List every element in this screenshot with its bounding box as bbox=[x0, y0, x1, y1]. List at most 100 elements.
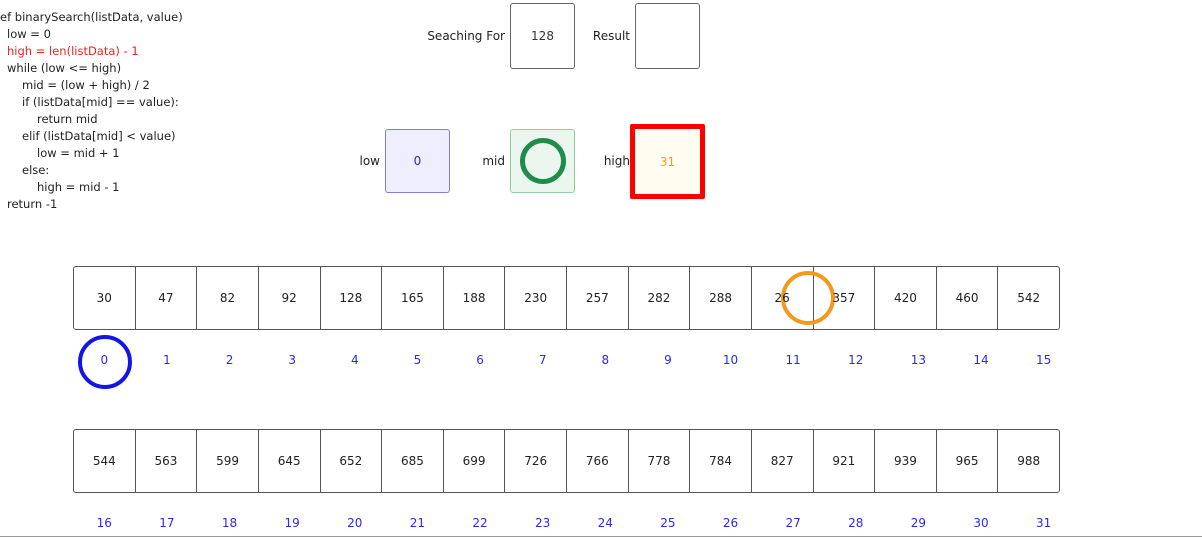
array-index-label: 0 bbox=[100, 353, 109, 367]
searching-for-label: Seaching For bbox=[427, 29, 505, 43]
array-cell-value: 542 bbox=[1017, 291, 1041, 305]
array-index-label: 8 bbox=[601, 353, 610, 367]
array-index-label: 30 bbox=[973, 516, 989, 530]
array-row-bottom: 544 563 599 645 652 685 699 726 766 778 784 827 921 9… bbox=[73, 429, 1075, 493]
code-line: elif (listData[mid] < value) bbox=[22, 129, 176, 143]
array-cell: 420 bbox=[874, 266, 937, 330]
array-index-label: 25 bbox=[660, 516, 676, 530]
low-value: 0 bbox=[413, 154, 422, 168]
array-index-label: 2 bbox=[225, 353, 234, 367]
array-index-label: 28 bbox=[848, 516, 864, 530]
array-index-label: 16 bbox=[96, 516, 112, 530]
array-cell: 645 bbox=[257, 429, 321, 493]
code-line: high = len(listData) - 1 bbox=[7, 44, 139, 58]
array-cell: 460 bbox=[935, 266, 999, 330]
array-cell: 128 bbox=[319, 266, 383, 330]
array-cell-value: 766 bbox=[585, 454, 609, 468]
array-index-label: 10 bbox=[722, 353, 739, 367]
array-cell: 965 bbox=[935, 429, 999, 493]
array-cell-value: 230 bbox=[524, 291, 548, 305]
array-index-label: 13 bbox=[910, 353, 927, 367]
array-cell-value: 784 bbox=[709, 454, 733, 468]
mid-marker-ring bbox=[519, 138, 566, 184]
searching-for-value: 128 bbox=[531, 29, 554, 43]
array-cell: 30 bbox=[73, 266, 136, 330]
array-cell: 230 bbox=[504, 266, 567, 330]
array-cell-value: 288 bbox=[709, 291, 733, 305]
array-cell-value: 282 bbox=[647, 291, 671, 305]
array-cell-value: 652 bbox=[339, 454, 363, 468]
code-line: return -1 bbox=[7, 197, 58, 211]
mid-pointer-box bbox=[510, 129, 575, 193]
array-index-label: 9 bbox=[664, 353, 672, 367]
array-cell-value: 47 bbox=[158, 291, 174, 305]
array-cell-value: 165 bbox=[400, 291, 424, 305]
array-index-label: 5 bbox=[413, 353, 422, 367]
array-cell-value: 599 bbox=[216, 454, 240, 468]
array-cell: 652 bbox=[319, 429, 383, 493]
array-cell: 699 bbox=[442, 429, 506, 493]
array-index-label: 27 bbox=[785, 516, 801, 530]
array-cell-value: 778 bbox=[647, 454, 671, 468]
array-index-label: 18 bbox=[221, 516, 238, 530]
code-line: high = mid - 1 bbox=[37, 180, 120, 194]
array-cell-value: 92 bbox=[281, 291, 297, 305]
array-cell-value: 82 bbox=[219, 291, 236, 305]
array-cell-value: 357 bbox=[832, 291, 856, 305]
array-cell: 988 bbox=[997, 429, 1060, 493]
array-cell-value: 128 bbox=[339, 291, 363, 305]
result-box bbox=[635, 3, 700, 69]
array-index-label: 12 bbox=[848, 353, 864, 367]
array-cell: 544 bbox=[73, 429, 136, 493]
array-index-label: 14 bbox=[973, 353, 989, 367]
array-index-label: 11 bbox=[785, 353, 801, 367]
array-cell: 599 bbox=[196, 429, 259, 493]
array-cell: 542 bbox=[997, 266, 1060, 330]
array-cell: 47 bbox=[134, 266, 198, 330]
array-cell-value: 188 bbox=[462, 291, 486, 305]
array-cell-value: 420 bbox=[893, 291, 917, 305]
array-cell: 563 bbox=[134, 429, 198, 493]
array-cell-value: 563 bbox=[154, 454, 178, 468]
array-cell-value: 965 bbox=[955, 454, 979, 468]
array-index-label: 21 bbox=[409, 516, 426, 530]
array-cell-value: 827 bbox=[770, 454, 794, 468]
code-line: low = 0 bbox=[7, 27, 51, 41]
array-cell: 784 bbox=[689, 429, 752, 493]
code-line: mid = (low + high) / 2 bbox=[22, 78, 150, 92]
array-cell: 92 bbox=[257, 266, 321, 330]
array-cell: 778 bbox=[627, 429, 691, 493]
array-cell: 282 bbox=[627, 266, 691, 330]
array-cell-value: 645 bbox=[277, 454, 301, 468]
array-index-label: 24 bbox=[597, 516, 613, 530]
code-line: low = mid + 1 bbox=[37, 146, 120, 160]
array-cell: 766 bbox=[566, 429, 629, 493]
code-line: if (listData[mid] == value): bbox=[22, 95, 179, 109]
array-index-label: 15 bbox=[1036, 353, 1052, 367]
array-cell-value: 685 bbox=[400, 454, 424, 468]
array-cell: 82 bbox=[196, 266, 259, 330]
array-index-label: 7 bbox=[538, 353, 547, 367]
array-index-label: 29 bbox=[910, 516, 927, 530]
code-line: ef binarySearch(listData, value) bbox=[0, 10, 183, 24]
pseudocode-panel: ef binarySearch(listData, value) low = 0 h… bbox=[0, 9, 250, 219]
searching-for-box: 128 bbox=[510, 3, 575, 69]
array-cell: 921 bbox=[812, 429, 876, 493]
array-index-label: 23 bbox=[535, 516, 551, 530]
array-cell-value: 30 bbox=[96, 291, 112, 305]
array-cell: 188 bbox=[442, 266, 506, 330]
mid-label: mid bbox=[482, 154, 505, 168]
array-index-label: 4 bbox=[350, 353, 359, 367]
result-label: Result bbox=[592, 29, 630, 43]
array-cell-value: 726 bbox=[524, 454, 548, 468]
high-label: high bbox=[603, 154, 630, 168]
array-cell-value: 939 bbox=[893, 454, 917, 468]
array-index-label: 6 bbox=[476, 353, 484, 367]
array-index-label: 22 bbox=[472, 516, 488, 530]
array-index-label: 1 bbox=[163, 353, 171, 367]
array-cell: 357 bbox=[812, 266, 876, 330]
array-cell: 939 bbox=[874, 429, 937, 493]
array-cell: 257 bbox=[566, 266, 629, 330]
